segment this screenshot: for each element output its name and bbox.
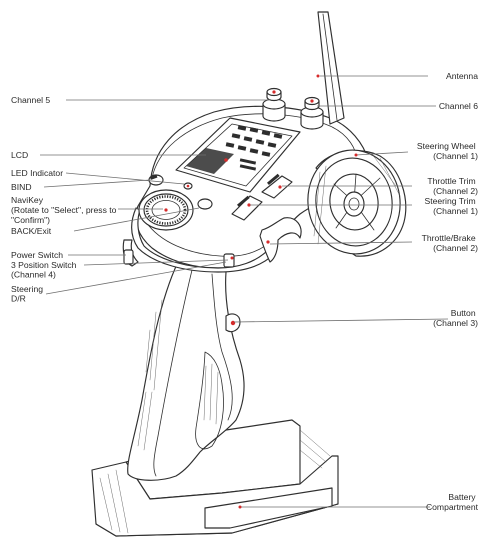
lcd-panel-drawing bbox=[175, 117, 301, 193]
leader-lines bbox=[40, 75, 449, 508]
led-indicator-drawing bbox=[183, 182, 193, 190]
battery-compartment-drawing bbox=[91, 419, 339, 537]
label-steering-trim: Steering Trim (Channel 1) bbox=[425, 196, 479, 216]
label-led-indicator: LED Indicator bbox=[11, 168, 63, 178]
grip-handle-drawing bbox=[127, 261, 245, 481]
label-power-switch: Power Switch bbox=[11, 250, 63, 260]
channel6-knob-drawing bbox=[300, 96, 324, 130]
channel5-knob-drawing bbox=[262, 87, 286, 122]
leader-button bbox=[233, 318, 449, 323]
bind-button-drawing bbox=[148, 174, 164, 186]
label-3-position-switch: 3 Position Switch (Channel 4) bbox=[11, 260, 79, 280]
label-battery-compartment: Battery Compartment bbox=[426, 492, 479, 512]
label-navikey: NaviKey (Rotate to "Select", press to "C… bbox=[11, 195, 119, 225]
labels-left: Channel 5 LCD LED Indicator BIND NaviKey… bbox=[11, 95, 119, 304]
label-channel5: Channel 5 bbox=[11, 95, 50, 105]
label-button: Button (Channel 3) bbox=[433, 308, 478, 328]
leader-wheel bbox=[355, 151, 409, 156]
steering-wheel-drawing bbox=[307, 149, 407, 257]
label-throttle-brake: Throttle/Brake (Channel 2) bbox=[422, 233, 479, 253]
labels-right: Antenna Channel 6 Steering Wheel (Channe… bbox=[417, 71, 479, 512]
antenna-drawing bbox=[317, 11, 345, 125]
label-lcd: LCD bbox=[11, 150, 28, 160]
label-channel6: Channel 6 bbox=[439, 101, 478, 111]
leader-pos3 bbox=[83, 259, 229, 266]
label-steering-dr: Steering D/R bbox=[11, 284, 45, 304]
trim-switches-drawing bbox=[231, 173, 293, 221]
leader-throttle bbox=[269, 241, 413, 245]
leader-dots bbox=[230, 74, 358, 509]
label-antenna: Antenna bbox=[446, 71, 478, 81]
label-throttle-trim: Throttle Trim (Channel 2) bbox=[427, 176, 478, 196]
label-back-exit: BACK/Exit bbox=[11, 226, 52, 236]
leader-led bbox=[65, 172, 185, 185]
back-button-drawing bbox=[197, 198, 213, 210]
label-steering-wheel: Steering Wheel (Channel 1) bbox=[417, 141, 478, 161]
label-bind: BIND bbox=[11, 182, 32, 192]
leader-bind bbox=[43, 179, 151, 188]
leader-back bbox=[73, 207, 200, 232]
leader-steerdr bbox=[45, 261, 227, 295]
throttle-trigger-drawing bbox=[259, 217, 302, 263]
navikey-drawing bbox=[138, 189, 194, 231]
